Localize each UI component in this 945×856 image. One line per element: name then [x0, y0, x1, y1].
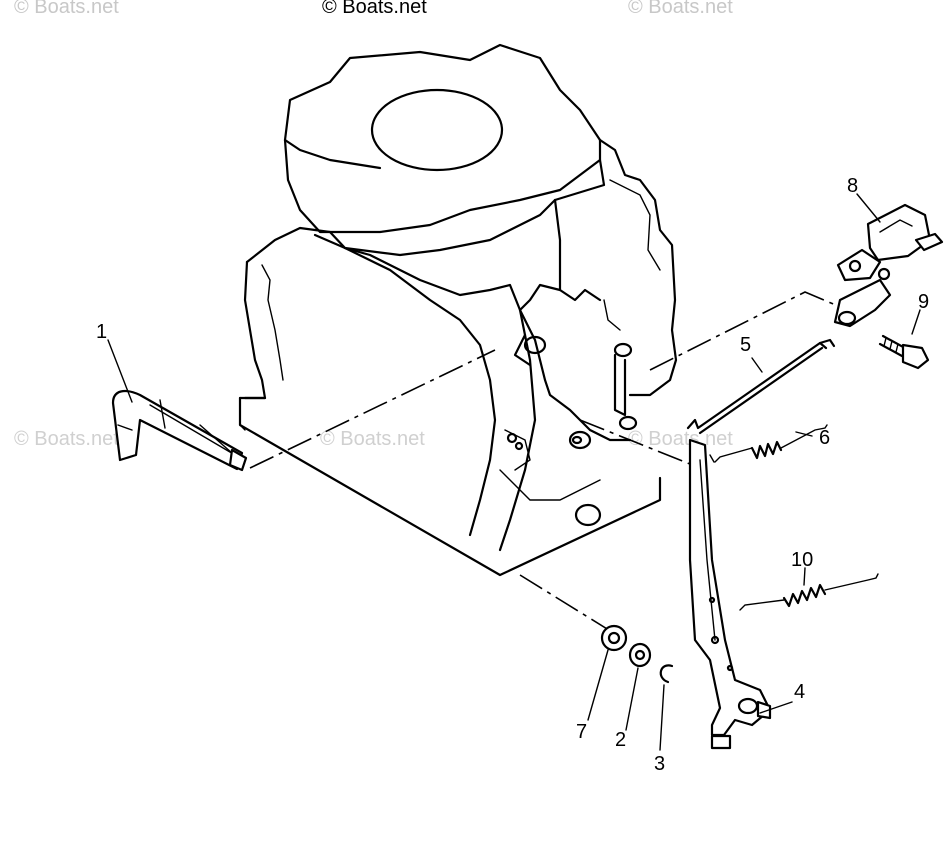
callout-7: 7: [576, 721, 587, 743]
part-7-washer: [600, 624, 628, 652]
watermark-mid-center: © Boats.net: [320, 428, 425, 450]
callout-6: 6: [819, 427, 830, 449]
watermark-mid-left: © Boats.net: [14, 428, 119, 450]
part-4-lever: [688, 438, 772, 750]
assembly-lines: [249, 291, 839, 633]
callout-4: 4: [794, 681, 805, 703]
part-9-bolt: [878, 334, 930, 370]
part-1-shaft: [111, 389, 248, 472]
engine-block: [238, 43, 678, 577]
part-3-clip: [659, 664, 674, 684]
callout-numbers: 1 2 3 4 5 6 7 8 9 10: [96, 175, 929, 775]
watermark-top-left: © Boats.net: [14, 0, 119, 18]
part-8-bracket: [833, 203, 944, 328]
callout-10: 10: [791, 549, 813, 571]
watermark-top-center: © Boats.net: [322, 0, 427, 18]
callout-2: 2: [615, 729, 626, 751]
callout-8: 8: [847, 175, 858, 197]
callout-5: 5: [740, 334, 751, 356]
callout-leaders: [107, 193, 921, 751]
part-2-washer: [628, 642, 652, 668]
part-5-rod: [686, 338, 836, 435]
callout-3: 3: [654, 753, 665, 775]
part-10-spring: [739, 573, 879, 611]
part-6-spring: [709, 424, 828, 463]
callout-1: 1: [96, 321, 107, 343]
callout-9: 9: [918, 291, 929, 313]
watermark-mid-right: © Boats.net: [628, 428, 733, 450]
watermark-top-right: © Boats.net: [628, 0, 733, 18]
